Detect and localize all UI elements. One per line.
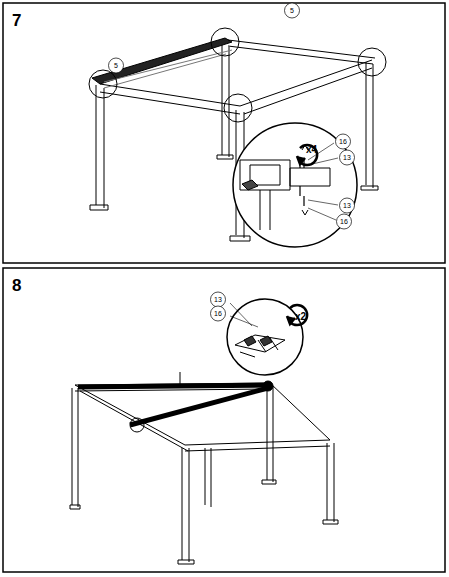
callout-ring [337,214,352,229]
callout-ring [340,150,355,165]
callout-ring [336,134,351,149]
callout-number: 5 [110,62,122,69]
step-number: 7 [12,12,21,29]
callout-ring [109,58,124,73]
callout-number: 13 [341,154,353,161]
step-panel [3,268,445,572]
rotation-arrow [287,145,317,325]
callout-number: 5 [286,7,298,14]
pergola-frame [70,28,386,564]
callout-number: 16 [212,310,224,317]
callout-ring [340,198,355,213]
callout-ring [211,306,226,321]
step-panel [3,3,445,263]
quantity-mark: x2 [295,312,306,322]
callout-number: 13 [341,202,353,209]
callout-ring [285,3,300,18]
callout-ring [211,292,226,307]
callout-number: 16 [337,138,349,145]
callout-number: 16 [338,218,350,225]
callout-number: 13 [212,296,224,303]
step-number: 8 [12,277,21,294]
quantity-mark: x4 [306,145,317,155]
callout-ring [109,3,355,321]
